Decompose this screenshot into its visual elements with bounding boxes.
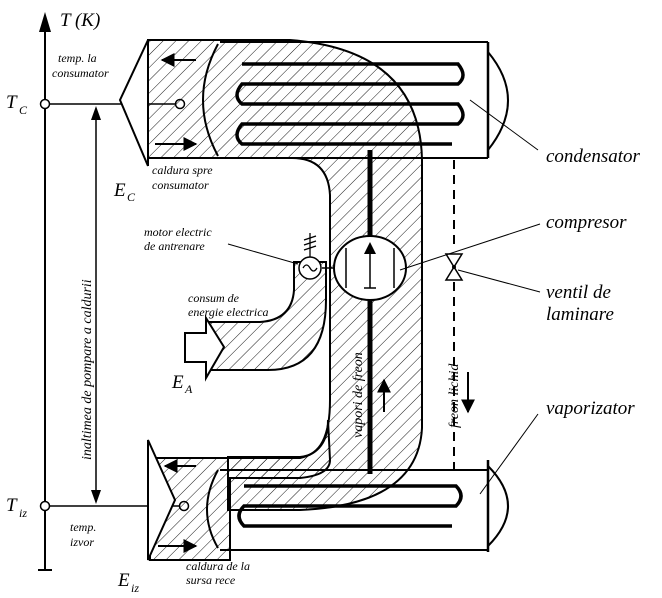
heat-to-consumer-line1: caldura spre <box>152 163 213 177</box>
electric-motor <box>298 233 334 280</box>
ec-label: E <box>113 180 126 201</box>
tc-label: T <box>6 92 18 113</box>
ea-label: E <box>171 372 184 393</box>
valve-label-line2: laminare <box>546 304 614 325</box>
eiz-subscript: iz <box>131 581 139 595</box>
temp-source-line2: izvor <box>70 535 94 549</box>
compressor <box>333 235 407 301</box>
heat-to-consumer-line2: consumator <box>152 178 209 192</box>
flow-arrows <box>155 53 475 553</box>
pump-height-arrow <box>91 106 101 504</box>
electric-input-arrow <box>184 314 226 382</box>
motor-label-line2: de antrenare <box>144 239 205 253</box>
temp-consumer-line2: consumator <box>52 66 109 80</box>
ea-subscript: A <box>184 382 193 396</box>
electric-energy-flow <box>207 261 327 371</box>
temp-source-line1: temp. <box>70 520 96 534</box>
valve-label-line1: ventil de <box>546 282 611 303</box>
ec-subscript: C <box>127 190 136 204</box>
evaporator-label: vaporizator <box>546 398 635 419</box>
heat-flow-bottom <box>149 419 332 561</box>
temperature-axis <box>38 12 52 571</box>
temp-consumer-line1: temp. la <box>58 51 97 65</box>
pump-height-label: inaltimea de pompare a caldurii <box>80 279 95 460</box>
tiz-subscript: iz <box>19 506 27 520</box>
heat-from-source-line1: caldura de la <box>186 559 250 573</box>
liquid-label: freon lichid <box>447 363 462 428</box>
vapor-label: vapori de freon <box>351 352 366 438</box>
tc-subscript: C <box>19 103 28 117</box>
tiz-label: T <box>6 495 18 516</box>
tiz-node <box>39 500 51 512</box>
energy-label-line2: energie electrica <box>188 305 269 319</box>
condenser <box>202 41 509 159</box>
energy-label-line1: consum de <box>188 291 240 305</box>
motor-label-line1: motor electric <box>144 225 212 239</box>
heat-from-source-line2: sursa rece <box>186 573 236 587</box>
leader-lines <box>227 99 541 495</box>
axis-title: T (K) <box>60 10 100 31</box>
bottom-input-wedge <box>147 439 177 561</box>
tc-node <box>39 98 51 110</box>
condenser-label: condensator <box>546 146 641 167</box>
evaporator <box>206 460 509 552</box>
top-output-wedge <box>118 39 149 167</box>
expansion-valve <box>444 253 464 281</box>
eiz-label: E <box>117 570 130 591</box>
compressor-label: compresor <box>546 212 627 233</box>
